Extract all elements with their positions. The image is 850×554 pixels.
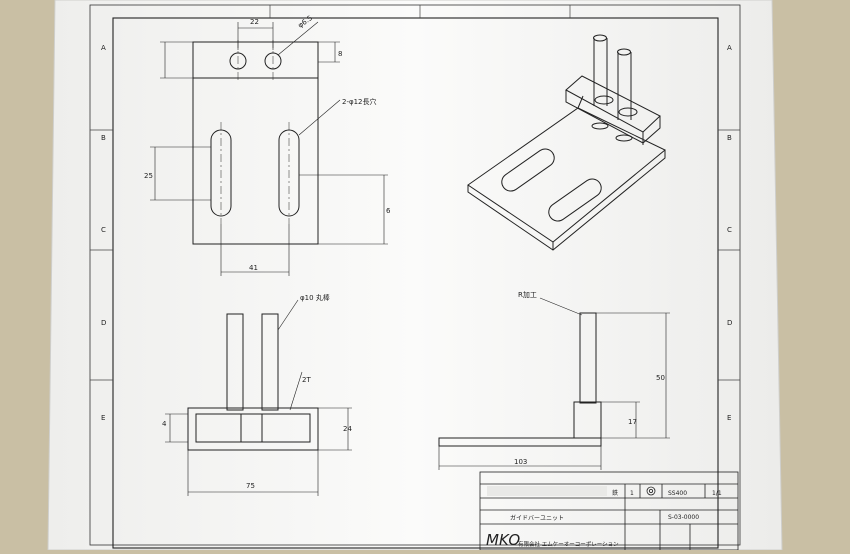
dim-base-height: 17 [628,418,637,426]
dim-right-lower: 6 [386,207,391,215]
side-pin [579,312,597,404]
iso-pin-right [617,48,632,120]
title-row1-code: SS400 [668,490,687,497]
dim-front-width: 75 [246,482,255,490]
side-view [438,297,670,470]
dim-height: 24 [343,425,352,433]
drawing-frame [112,17,719,549]
dim-width: 41 [249,264,258,272]
zone-letter-b-right: B [727,134,732,142]
iso-view [467,34,666,251]
front-view-labels: φ10 丸棒 2T 24 4 75 [162,293,352,490]
dim-chamfer: 2T [302,376,311,384]
top-view-plate [192,41,319,245]
iso-slot-a [501,148,555,192]
title-sheet-b: 1/1 [712,490,722,497]
zone-letters-right: A B C D E [727,44,732,422]
title-block-text: 鉄 SS400 1 1/1 S-03-0000 ガイドバーユニット 有限会社 エ… [510,489,722,548]
note-pins: φ10 丸棒 [300,293,330,302]
title-drawing-no: S-03-0000 [668,514,699,521]
outer-border [89,4,741,546]
dim-hole-spacing: 22 [250,18,259,26]
zone-letters-left: A B C D E [101,44,106,422]
top-view [150,21,388,276]
zone-letter-e: E [101,414,105,422]
title-sheet-a: 1 [630,490,634,497]
zone-letter-d-right: D [727,319,732,327]
note-bend: R加工 [518,290,537,299]
zone-ticks [90,5,740,381]
front-pin-right [261,313,279,411]
iso-pin-left [593,34,608,106]
dim-left: 4 [162,420,167,428]
side-view-labels: R加工 50 17 103 [514,290,665,466]
zone-letter-d: D [101,319,106,327]
title-block [479,471,739,551]
zone-letter-a-right: A [727,44,732,52]
zone-letter-c: C [101,226,106,234]
zone-letter-c-right: C [727,226,732,234]
title-row1-material: 鉄 [612,489,618,497]
zone-letter-e-right: E [727,414,731,422]
dim-length: 103 [514,458,527,466]
title-company: 有限会社 エムケーオーコーポレーション [518,540,619,548]
front-view [165,299,352,496]
zone-letter-a: A [101,44,106,52]
projection-symbol [646,486,656,496]
company-logo: MKO [486,531,520,549]
dim-right-small: 8 [338,50,342,58]
iso-slot-b [548,178,602,222]
paper-sheet [47,0,783,551]
front-pin-left [226,313,244,411]
front-base-outer [187,407,319,451]
dim-slot-length: 25 [144,172,153,180]
title-part-name: ガイドバーユニット [510,514,564,522]
dim-total-height: 50 [656,374,665,382]
zone-letter-b: B [101,134,106,142]
note-slots: 2-φ12長穴 [342,97,377,106]
front-base-inner [195,413,311,443]
